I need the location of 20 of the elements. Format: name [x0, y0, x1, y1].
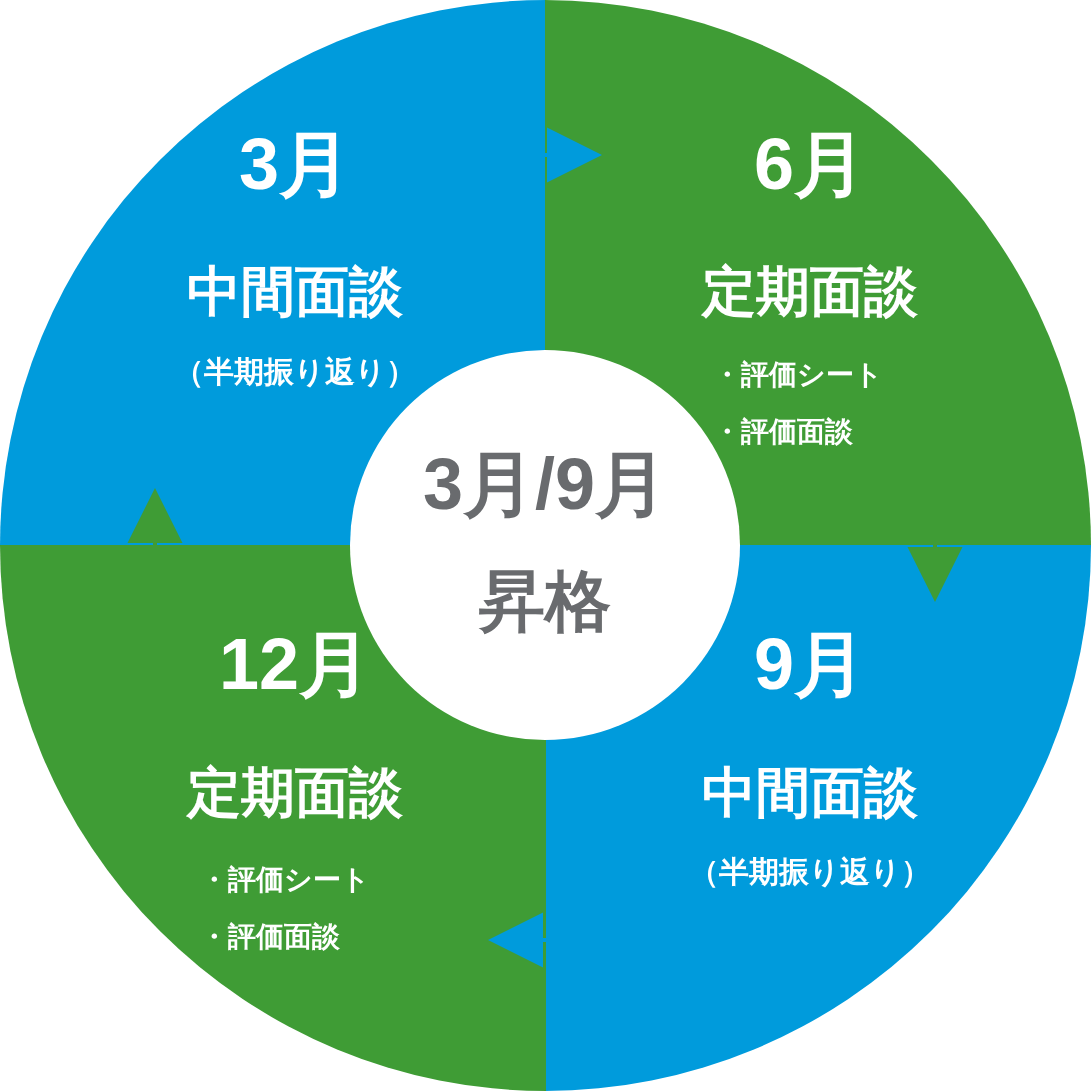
subtitle-text: （半期振り返り）	[174, 355, 416, 388]
bullet-text: ・評価シート	[713, 360, 883, 391]
arrow	[907, 543, 963, 602]
center-text: 昇格	[479, 565, 611, 638]
bullet-text: ・評価シート	[200, 865, 370, 896]
title-text: 定期面談	[187, 763, 403, 823]
arrow	[127, 488, 183, 547]
subtitle-text: （半期振り返り）	[689, 855, 931, 888]
month-label: 6月	[754, 125, 866, 205]
arrow	[543, 127, 602, 183]
title-text: 中間面談	[187, 262, 403, 322]
arrow	[488, 912, 547, 968]
bullet-text: ・評価面談	[713, 417, 853, 448]
month-label: 3月	[239, 125, 351, 205]
month-label: 9月	[754, 625, 866, 705]
center-heading: 3月/9月	[422, 445, 668, 525]
title-text: 定期面談	[702, 262, 918, 322]
bullet-text: ・評価面談	[200, 922, 340, 953]
title-text: 中間面談	[702, 763, 918, 823]
month-label: 12月	[218, 625, 372, 705]
